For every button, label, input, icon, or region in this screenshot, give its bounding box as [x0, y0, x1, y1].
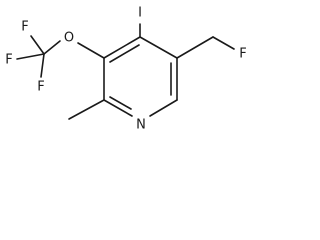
bond-c3-c4-inner	[109, 44, 140, 63]
bond-n-c2	[103, 99, 133, 117]
bond-oxygen-cf3	[43, 40, 61, 55]
molecule-structure: I F O F F F N	[5, 6, 246, 133]
bond-c3-oxygen	[77, 42, 105, 59]
bond-c3-c4	[103, 36, 141, 59]
bond-c4-c5	[139, 36, 178, 59]
bond-c5-ch2	[176, 36, 214, 59]
bond-ch2-fluorine	[212, 36, 235, 50]
atom-nitrogen: N	[136, 118, 146, 133]
atom-fluorine-methyl: F	[239, 47, 246, 62]
atom-fluorine-3: F	[37, 80, 44, 95]
bond-cf3-fluorine-1	[30, 35, 45, 55]
atom-fluorine-2: F	[5, 53, 12, 68]
bond-n-c2-inner	[109, 96, 132, 110]
bond-cf3-fluorine-3	[40, 53, 45, 78]
atom-fluorine-1: F	[21, 20, 28, 35]
bond-cf3-fluorine-2	[16, 53, 45, 60]
atom-oxygen: O	[64, 31, 74, 46]
atom-iodine: I	[138, 6, 142, 21]
bond-c2-methyl	[68, 99, 105, 120]
bond-c6-n	[149, 99, 178, 117]
